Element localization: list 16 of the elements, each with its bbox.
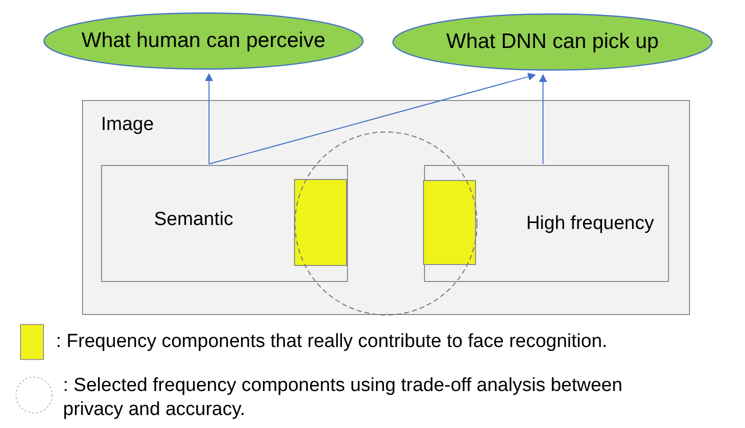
node-label: What DNN can pick up [446, 29, 659, 56]
arrow [205, 72, 213, 164]
node-label: Image [101, 113, 154, 137]
legend-text: : Frequency components that really contribute to face recognition. [56, 330, 608, 354]
node-label: Semantic [154, 208, 234, 232]
legend-text: : Selected frequency components using trade-off analysis between privacy and accuracy. [63, 374, 624, 422]
image-panel [82, 100, 690, 315]
ellipse-node [43, 12, 364, 70]
ellipse-node [392, 13, 713, 71]
highlight-block [294, 179, 347, 266]
node-label: High frequency [526, 212, 654, 236]
dashed-circle [294, 131, 478, 316]
arrow [208, 72, 536, 164]
node-label: What human can perceive [82, 28, 326, 54]
arrow [539, 74, 547, 164]
highlight-block [423, 180, 476, 265]
